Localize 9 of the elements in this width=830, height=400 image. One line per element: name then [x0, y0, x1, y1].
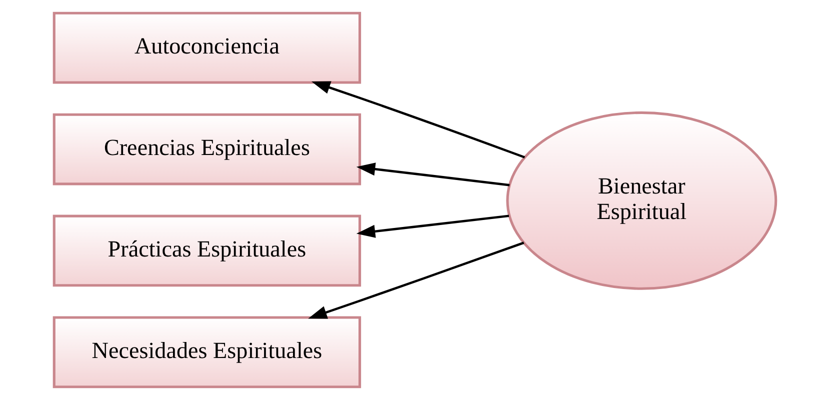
node-ellipse: Bienestar Espiritual [506, 111, 778, 290]
node-box: Autoconciencia [52, 12, 362, 84]
arrow [356, 162, 510, 186]
arrow [308, 242, 524, 319]
node-box: Prácticas Espirituales [52, 214, 362, 287]
arrow [356, 214, 510, 238]
arrow [311, 81, 526, 158]
node-box: Creencias Espirituales [52, 113, 362, 186]
node-box: Necesidades Espirituales [52, 316, 362, 388]
